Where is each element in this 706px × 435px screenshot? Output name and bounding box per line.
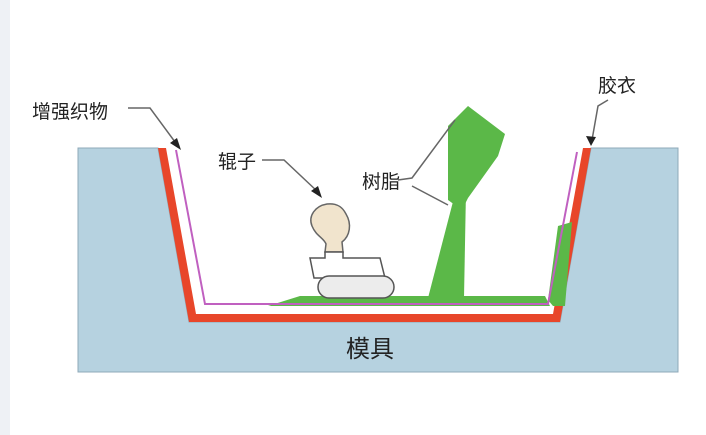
roller-drum xyxy=(317,275,395,299)
label-gelcoat: 胶衣 xyxy=(598,75,636,97)
label-resin: 树脂 xyxy=(362,171,400,193)
leader-roller-arrow xyxy=(311,186,322,198)
leader-gelcoat xyxy=(591,99,609,141)
label-mold: 模具 xyxy=(346,335,394,363)
leader-resin-lower xyxy=(411,185,449,206)
leader-resin-upper xyxy=(397,119,456,181)
label-reinforcement: 增强织物 xyxy=(32,101,108,123)
roller-handle xyxy=(310,203,351,253)
resin-wall-right xyxy=(548,222,572,306)
label-roller: 辊子 xyxy=(218,151,256,173)
leader-roller xyxy=(262,159,319,193)
leader-reinforcement-arrow xyxy=(170,138,181,150)
leader-gelcoat-arrow xyxy=(586,136,596,146)
resin-container xyxy=(448,106,505,210)
roller-frame xyxy=(309,251,386,279)
leader-reinforcement xyxy=(128,107,179,147)
resin-stream xyxy=(428,190,466,298)
reinforcement-fabric xyxy=(175,149,578,305)
